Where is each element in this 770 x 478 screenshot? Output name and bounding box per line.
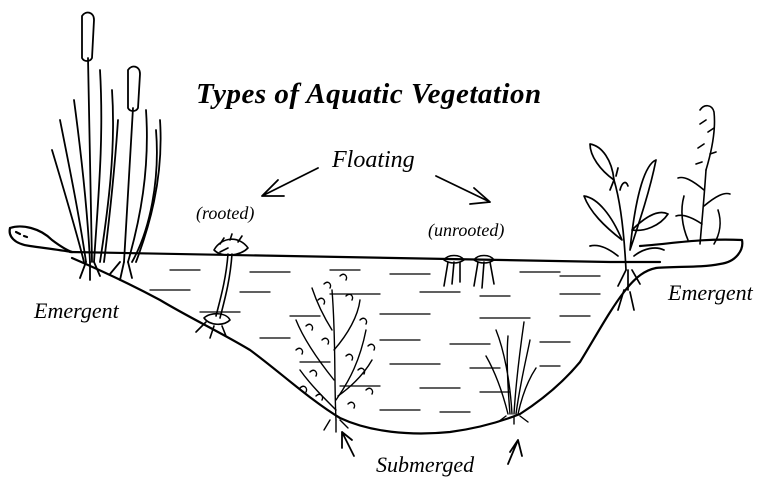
cattail-head-1 (82, 13, 94, 61)
broadleaf-plant-right (584, 144, 668, 310)
floating-rooted-plant (196, 234, 248, 338)
tall-weed-right (676, 106, 730, 244)
unrooted-label: (unrooted) (428, 221, 504, 239)
basin-bottom (72, 258, 656, 433)
rooted-label: (rooted) (196, 204, 254, 222)
arrow-to-rooted (262, 168, 318, 196)
submerged-bushy-plant (296, 274, 375, 432)
water-ripples (150, 270, 600, 412)
right-bank (640, 240, 742, 268)
emergent-right-label: Emergent (668, 282, 753, 304)
arrow-to-submerged-right (508, 440, 522, 464)
pond-basin (10, 227, 743, 434)
arrow-to-unrooted (436, 176, 490, 204)
emergent-left-label: Emergent (34, 300, 119, 322)
submerged-label: Submerged (376, 454, 474, 476)
cattail-plants-left (52, 13, 161, 280)
arrow-to-submerged-left (342, 432, 354, 456)
diagram-title: Types of Aquatic Vegetation (196, 80, 542, 109)
floating-label: Floating (332, 148, 415, 172)
water-surface (70, 252, 660, 262)
